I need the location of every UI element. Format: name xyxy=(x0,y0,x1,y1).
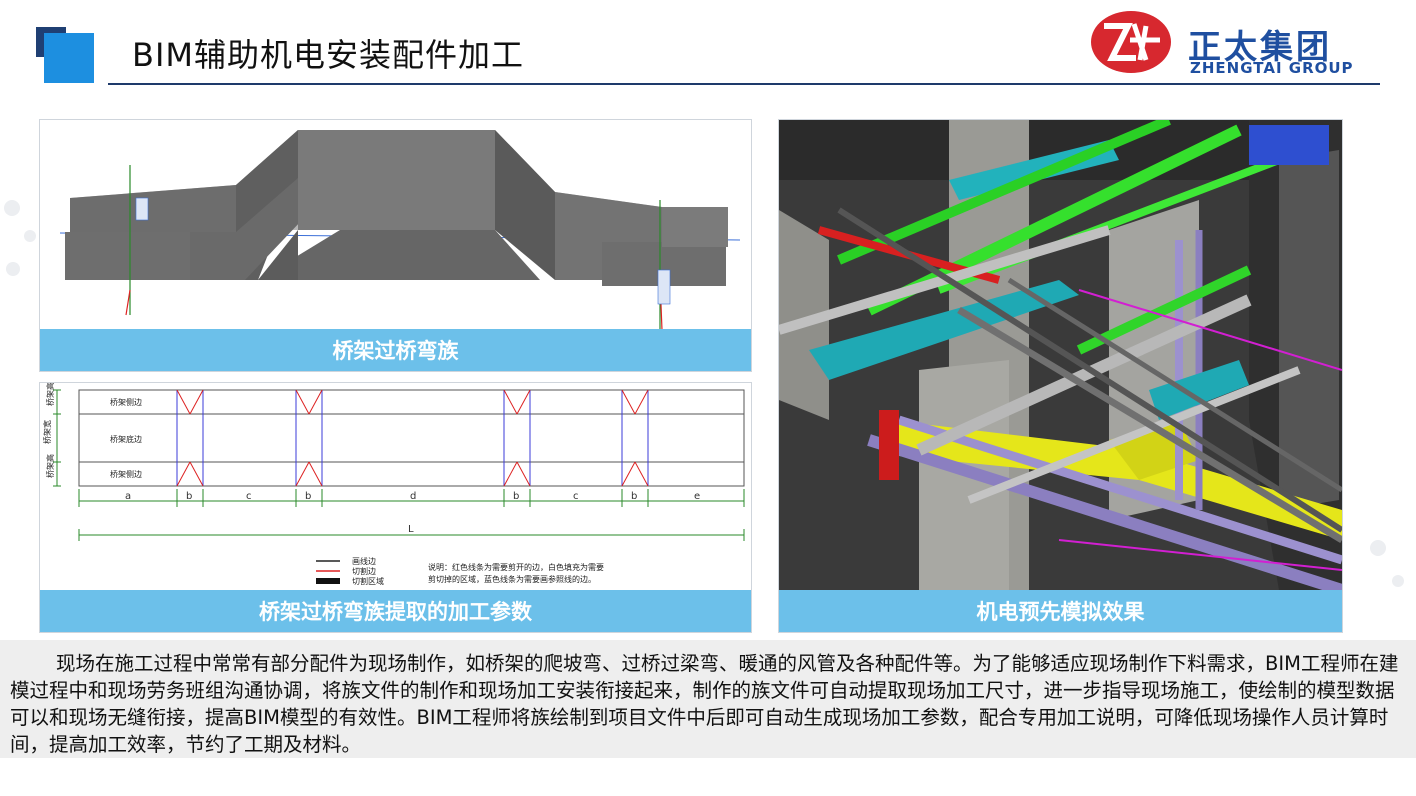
decor-dot xyxy=(6,262,20,276)
decor-dot xyxy=(1370,540,1386,556)
decor-dot xyxy=(1392,575,1404,587)
panel3-caption: 机电预先模拟效果 xyxy=(779,590,1342,632)
header-divider xyxy=(108,83,1380,85)
mep-simulation-render xyxy=(779,120,1342,596)
dim-label: b xyxy=(513,491,519,502)
dim-label: e xyxy=(694,491,700,502)
row-label: 桥架侧边 xyxy=(110,397,142,407)
header-accent-square-blue xyxy=(44,33,94,83)
panel-bridge-bend-model: 桥架过桥弯族 xyxy=(39,119,752,372)
dim-label: d xyxy=(410,491,416,502)
side-label: 桥架宽 xyxy=(42,420,52,444)
description-background xyxy=(0,640,1416,758)
dim-label: a xyxy=(125,491,131,502)
side-label: 桥架高 xyxy=(45,383,55,406)
bridge-bend-3d-image xyxy=(40,120,751,331)
brand-name-chinese: 正太集团 xyxy=(1188,27,1332,66)
dim-label: c xyxy=(246,491,252,502)
panel1-caption: 桥架过桥弯族 xyxy=(40,329,751,371)
brand-name-english: ZHENGTAI GROUP xyxy=(1190,59,1354,77)
dim-label: b xyxy=(186,491,192,502)
total-length-label: L xyxy=(408,524,414,535)
dim-label: b xyxy=(305,491,311,502)
dim-label: b xyxy=(631,491,637,502)
side-label: 桥架高 xyxy=(45,454,55,478)
company-logo-icon xyxy=(1091,11,1171,73)
drawing-note-line1: 说明：红色线条为需要剪开的边，白色填充为需要 xyxy=(428,562,604,572)
panel-mep-simulation: 机电预先模拟效果 xyxy=(778,119,1343,633)
description-text: 现场在施工过程中常常有部分配件为现场制作，如桥架的爬坡弯、过桥过梁弯、暖通的风管… xyxy=(10,652,1399,756)
dim-label: c xyxy=(573,491,579,502)
panel2-caption: 桥架过桥弯族提取的加工参数 xyxy=(40,590,751,632)
panel-processing-parameters: 桥架侧边 桥架底边 桥架侧边 桥架高 桥架宽 桥架高 a b c b d b c… xyxy=(39,382,752,633)
decor-dot xyxy=(4,200,20,216)
row-label: 桥架侧边 xyxy=(110,469,142,479)
legend-item: 切割边 xyxy=(352,566,376,576)
processing-drawing: 桥架侧边 桥架底边 桥架侧边 桥架高 桥架宽 桥架高 a b c b d b c… xyxy=(40,383,751,591)
decor-dot xyxy=(24,230,36,242)
drawing-note-line2: 剪切掉的区域，蓝色线条为需要画参照线的边。 xyxy=(428,574,596,584)
row-label: 桥架底边 xyxy=(110,434,142,444)
legend-item: 画线边 xyxy=(352,556,376,566)
legend-item: 切割区域 xyxy=(352,576,384,586)
page-title: BIM辅助机电安装配件加工 xyxy=(132,36,525,74)
